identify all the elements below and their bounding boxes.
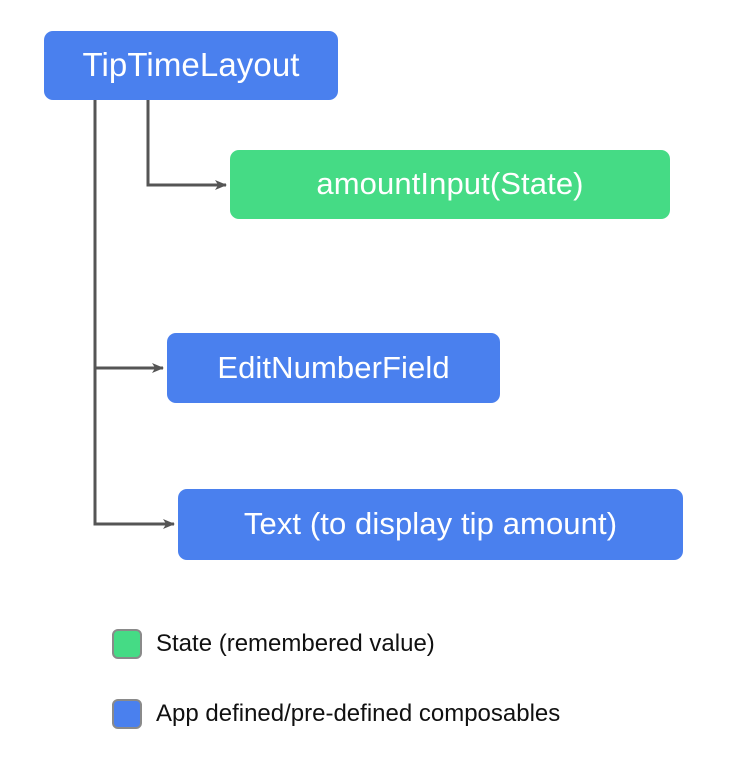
- legend-label-composable: App defined/pre-defined composables: [156, 700, 561, 727]
- node-amountinput-label: amountInput(State): [316, 166, 584, 201]
- node-tiptimelayout-label: TipTimeLayout: [82, 46, 300, 83]
- edge-tiptimelayout-to-editnumberfield: [93, 100, 164, 373]
- legend: State (remembered value) App defined/pre…: [112, 624, 672, 764]
- legend-swatch-state-icon: [112, 629, 142, 659]
- legend-label-state: State (remembered value): [156, 630, 435, 657]
- node-tiptimelayout[interactable]: TipTimeLayout: [44, 31, 338, 100]
- node-text-display-label: Text (to display tip amount): [243, 506, 618, 541]
- legend-item-composable: App defined/pre-defined composables: [112, 694, 672, 734]
- node-editnumberfield[interactable]: EditNumberField: [167, 333, 500, 403]
- node-text-display[interactable]: Text (to display tip amount): [178, 489, 683, 560]
- node-editnumberfield-label: EditNumberField: [217, 349, 450, 385]
- legend-item-state: State (remembered value): [112, 624, 672, 664]
- edge-tiptimelayout-to-text-display: [93, 368, 175, 529]
- legend-swatch-composable-icon: [112, 699, 142, 729]
- node-amountinput[interactable]: amountInput(State): [230, 150, 670, 219]
- edge-tiptimelayout-to-amountinput: [146, 100, 227, 190]
